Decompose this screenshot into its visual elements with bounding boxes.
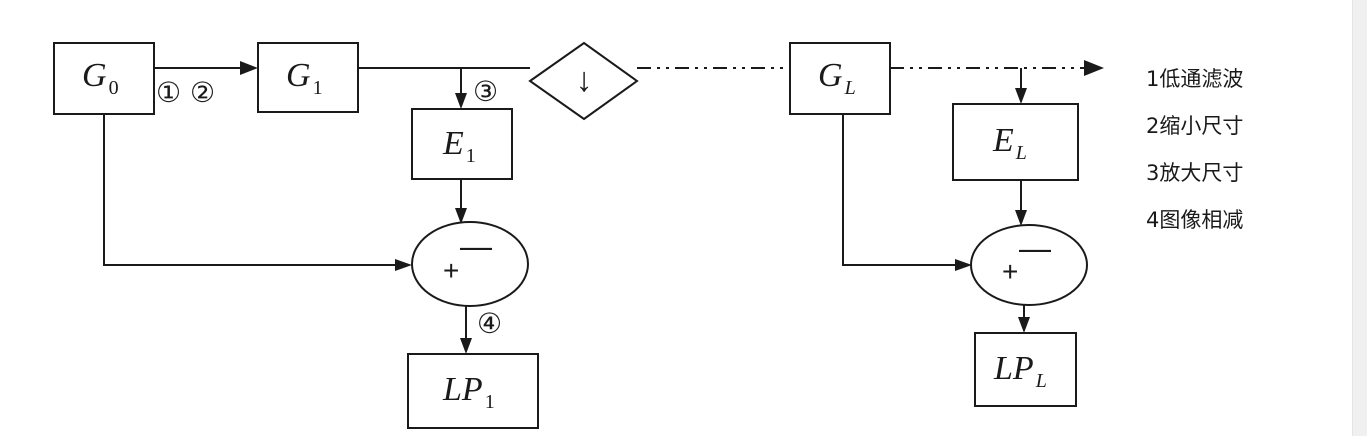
marker-step-2: ② — [190, 76, 215, 109]
vertical-scrollbar[interactable] — [1352, 0, 1367, 436]
marker-step-4: ④ — [477, 307, 502, 340]
arrow-head-lp1 — [460, 338, 472, 354]
legend-item-3: 3放大尺寸 — [1146, 161, 1244, 185]
downsample-diamond: ↓ — [528, 41, 639, 121]
arrow-head-gl-subl — [955, 259, 972, 271]
minus-sign-l: — — [1019, 230, 1051, 266]
arrow-head-out — [1084, 60, 1104, 76]
plus-sign-l: + — [1002, 256, 1018, 287]
arrow-head-g0-sub1 — [395, 259, 412, 271]
minus-sign-1: — — [460, 228, 492, 264]
arrow-head-sub1 — [455, 208, 467, 224]
marker-step-1: ① — [156, 76, 181, 109]
line-g0-sub1 — [103, 114, 398, 266]
arrow-head-el — [1015, 88, 1027, 104]
arrow-head-g1 — [240, 61, 258, 75]
legend: 1低通滤波 2缩小尺寸 3放大尺寸 4图像相减 — [1146, 56, 1243, 244]
plus-sign-1: + — [443, 255, 459, 286]
marker-step-3: ③ — [473, 75, 498, 108]
arrow-head-e1 — [455, 93, 467, 109]
line-gl-subl — [842, 114, 958, 266]
subtractor-l: + — — [970, 224, 1088, 306]
legend-item-1: 1低通滤波 — [1146, 67, 1244, 91]
subtractor-1: + — — [411, 221, 529, 307]
legend-item-2: 2缩小尺寸 — [1146, 114, 1244, 138]
arrow-head-lpl — [1018, 317, 1030, 333]
arrow-head-subl — [1015, 210, 1027, 226]
legend-item-4: 4图像相减 — [1146, 208, 1244, 232]
down-arrow-icon: ↓ — [576, 61, 593, 99]
